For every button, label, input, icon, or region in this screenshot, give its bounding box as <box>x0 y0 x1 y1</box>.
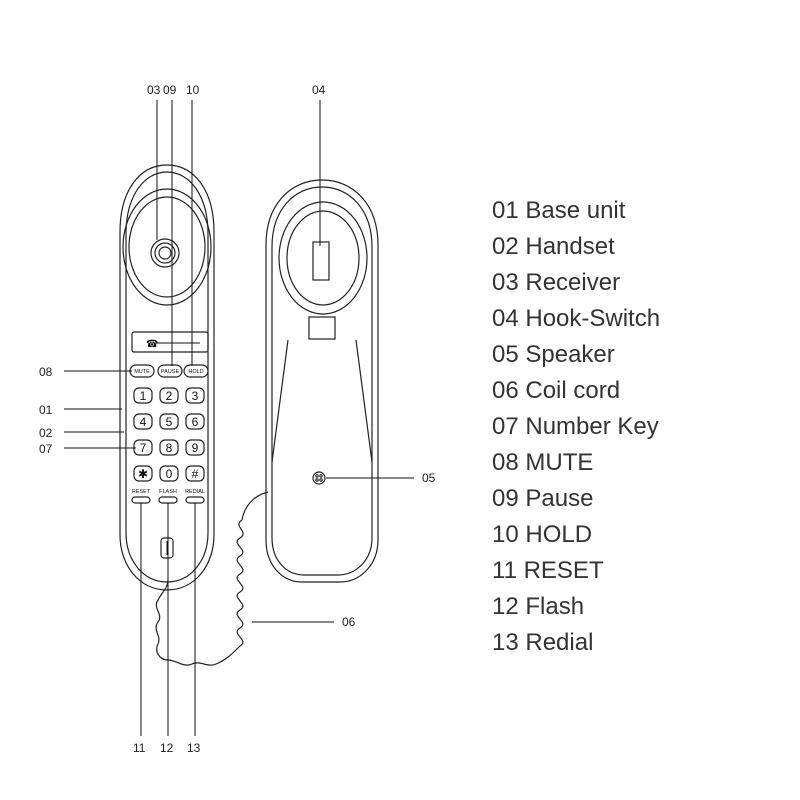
receiver-outer-ring <box>150 238 180 268</box>
key-2[interactable] <box>159 387 179 404</box>
hook-switch <box>312 241 330 281</box>
legend-item: 01 Base unit <box>492 197 626 224</box>
receiver-center <box>158 246 172 260</box>
legend-item: 04 Hook-Switch <box>492 305 661 332</box>
receiver-inner-cup <box>128 196 206 298</box>
key-6[interactable] <box>185 413 205 430</box>
handset: ☎ MUTE PAUSE HOLD 1 2 3 4 5 6 7 8 <box>119 164 215 591</box>
base-unit <box>265 179 379 583</box>
display-window <box>131 331 209 353</box>
key-1[interactable] <box>133 387 153 404</box>
legend-item: 07 Number Key <box>492 413 659 440</box>
callout-08: 08 <box>39 365 53 379</box>
hold-key[interactable] <box>183 364 209 378</box>
base-outline <box>265 179 379 583</box>
speaker-dot-1 <box>315 474 319 478</box>
key-3-label: 3 <box>192 389 199 403</box>
key-8[interactable] <box>159 439 179 456</box>
speaker-dot-2 <box>319 474 323 478</box>
key-hash-label: # <box>192 467 199 481</box>
callout-11: 11 <box>133 741 146 755</box>
key-3[interactable] <box>185 387 205 404</box>
key-9-label: 9 <box>192 441 199 455</box>
legend-item: 08 MUTE <box>492 449 594 476</box>
key-8-label: 8 <box>166 441 173 455</box>
receiver-middle-ring <box>154 242 176 264</box>
base-inner-outline <box>271 186 373 576</box>
base-groove <box>271 339 373 463</box>
key-4-label: 4 <box>140 415 147 429</box>
key-1-label: 1 <box>140 389 147 403</box>
key-9[interactable] <box>185 439 205 456</box>
callout-12: 12 <box>160 741 174 755</box>
coil-cord <box>155 491 269 666</box>
legend-item: 06 Coil cord <box>492 377 621 404</box>
key-hash[interactable] <box>185 465 205 482</box>
microphone-slot <box>160 537 174 559</box>
callout-06: 06 <box>342 615 356 629</box>
handset-inner-outline <box>125 171 209 583</box>
callout-07: 07 <box>39 442 53 456</box>
callout-13: 13 <box>187 741 201 755</box>
callout-03: 03 <box>147 83 161 97</box>
leader-lines <box>64 100 414 736</box>
callout-02: 02 <box>39 426 53 440</box>
redial-key-label: REDIAL <box>185 489 205 495</box>
callout-09: 09 <box>163 83 177 97</box>
key-5-label: 5 <box>166 415 173 429</box>
flash-key[interactable] <box>158 496 178 504</box>
key-0-label: 0 <box>166 467 173 481</box>
pause-key[interactable] <box>157 364 183 378</box>
callout-10: 10 <box>186 83 200 97</box>
legend-item: 03 Receiver <box>492 269 621 296</box>
key-6-label: 6 <box>192 415 199 429</box>
cord-coils <box>155 519 244 666</box>
reset-key[interactable] <box>131 496 151 504</box>
legend-item: 05 Speaker <box>492 341 615 368</box>
cradle-inner-cup <box>286 210 360 306</box>
callout-labels: 03 09 10 04 08 01 02 07 05 06 11 12 13 <box>39 83 436 755</box>
legend-item: 11 RESET <box>492 557 604 584</box>
legend-item: 10 HOLD <box>492 521 593 548</box>
key-star[interactable] <box>133 465 153 482</box>
key-4[interactable] <box>133 413 153 430</box>
pause-key-label: PAUSE <box>161 369 180 375</box>
hold-key-label: HOLD <box>188 369 203 375</box>
key-0[interactable] <box>159 465 179 482</box>
redial-key[interactable] <box>185 496 205 504</box>
speaker-dot-3 <box>315 478 319 482</box>
legend-item: 09 Pause <box>492 485 594 512</box>
hook-latch <box>308 316 336 340</box>
callout-04: 04 <box>312 83 326 97</box>
speaker-grille <box>312 471 326 485</box>
flash-key-label: FLASH <box>159 489 177 495</box>
key-7-label: 7 <box>140 441 147 455</box>
legend-item: 02 Handset <box>492 233 615 260</box>
receiver-cup <box>122 188 212 306</box>
callout-05: 05 <box>422 471 436 485</box>
key-star-label: ✱ <box>138 467 148 481</box>
handset-outline <box>119 164 215 591</box>
reset-key-label: RESET <box>132 489 151 495</box>
mute-key-label: MUTE <box>134 369 150 375</box>
cradle-cup <box>278 201 368 315</box>
legend-item: 13 Redial <box>492 629 594 656</box>
speaker-dot-4 <box>319 478 323 482</box>
legend-item: 12 Flash <box>492 593 585 620</box>
cord-top-lead <box>241 491 269 521</box>
number-keypad: 1 2 3 4 5 6 7 8 9 ✱ 0 # <box>133 387 205 482</box>
key-5[interactable] <box>159 413 179 430</box>
phone-symbol-icon: ☎ <box>146 339 158 350</box>
key-2-label: 2 <box>166 389 173 403</box>
callout-01: 01 <box>39 403 53 417</box>
parts-legend: 01 Base unit 02 Handset 03 Receiver 04 H… <box>492 194 660 662</box>
